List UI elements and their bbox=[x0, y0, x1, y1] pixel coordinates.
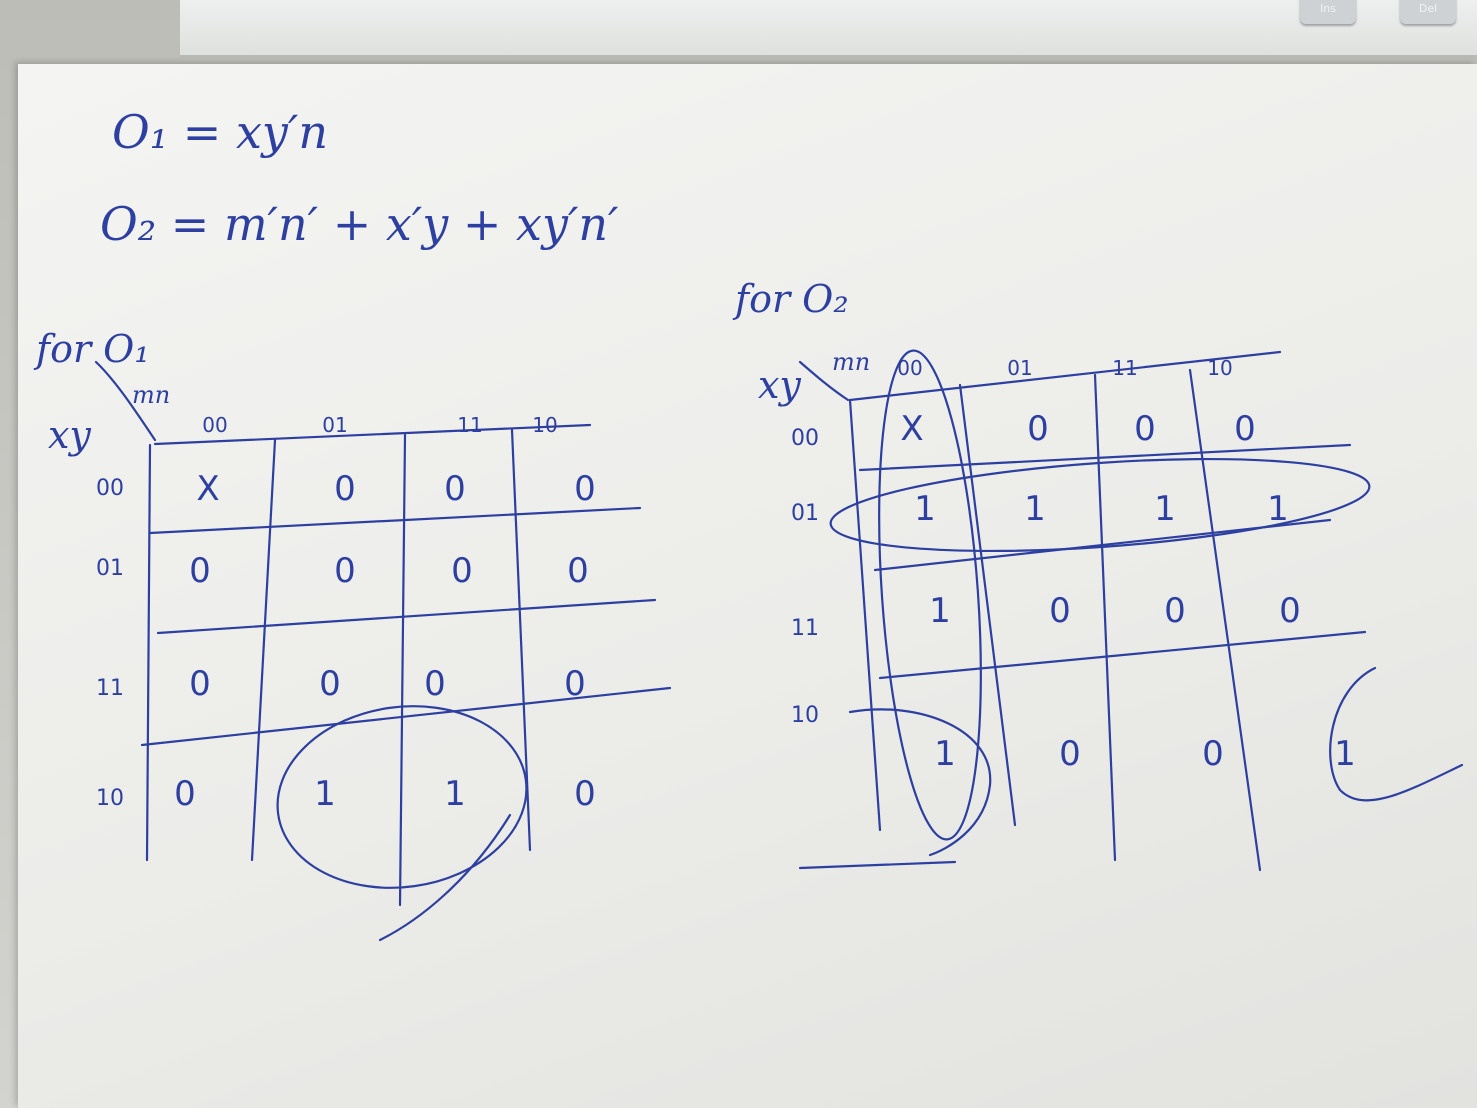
row-label-01: 01 bbox=[96, 556, 124, 581]
row-label-11: 11 bbox=[791, 616, 819, 641]
cell-r3-c2: 1 bbox=[444, 774, 466, 814]
cell-r2-c1: 0 bbox=[1049, 591, 1071, 631]
cell-r2-c1: 0 bbox=[319, 664, 341, 704]
cell-r1-c3: 1 bbox=[1267, 489, 1289, 529]
col-label-11: 11 bbox=[1112, 356, 1137, 380]
kmap-o2-wrap-group-left bbox=[848, 708, 992, 857]
cell-r0-c3: 0 bbox=[1234, 409, 1256, 449]
cell-r1-c3: 0 bbox=[567, 551, 589, 591]
col-label-01: 01 bbox=[322, 413, 347, 437]
cell-r0-c1: 0 bbox=[334, 469, 356, 509]
cell-r3-c1: 0 bbox=[1059, 734, 1081, 774]
kmap-o2-title: for O₂ bbox=[732, 277, 849, 321]
row-label-01: 01 bbox=[791, 501, 819, 526]
row-label-10: 10 bbox=[791, 703, 819, 728]
equation-o2: O₂ = m′n′ + x′y + xy′n′ bbox=[100, 197, 619, 251]
kmap-o2-col-var: mn bbox=[832, 348, 870, 376]
kmap-o1-group-circle bbox=[276, 705, 528, 889]
col-label-10: 10 bbox=[532, 413, 557, 437]
col-label-11: 11 bbox=[457, 413, 482, 437]
cell-r0-c1: 0 bbox=[1027, 409, 1049, 449]
cell-r0-c3: 0 bbox=[574, 469, 596, 509]
cell-r1-c2: 1 bbox=[1154, 489, 1176, 529]
cell-r3-c1: 1 bbox=[314, 774, 336, 814]
cell-r1-c1: 0 bbox=[334, 551, 356, 591]
cell-r2-c0: 0 bbox=[189, 664, 211, 704]
col-label-10: 10 bbox=[1207, 356, 1232, 380]
cell-r2-c3: 0 bbox=[1279, 591, 1301, 631]
cell-r1-c0: 1 bbox=[914, 489, 936, 529]
col-label-00: 00 bbox=[202, 413, 227, 437]
kmap-o1-title: for O₁ bbox=[33, 327, 150, 371]
cell-r1-c0: 0 bbox=[189, 551, 211, 591]
kmap-o2-row-var: xy bbox=[758, 363, 801, 407]
cell-r3-c0: 1 bbox=[934, 734, 956, 774]
row-label-11: 11 bbox=[96, 676, 124, 701]
paper-sheet bbox=[18, 64, 1477, 1108]
row-label-10: 10 bbox=[96, 786, 124, 811]
kmap-o2-wrap-group-right bbox=[1329, 666, 1464, 802]
keyboard: Ins Del bbox=[180, 0, 1477, 58]
cell-r2-c2: 0 bbox=[1164, 591, 1186, 631]
cell-r3-c0: 0 bbox=[174, 774, 196, 814]
cell-r2-c2: 0 bbox=[424, 664, 446, 704]
kmap-o1-corner-line bbox=[94, 360, 157, 442]
cell-r0-c2: 0 bbox=[1134, 409, 1156, 449]
equation-o1: O₁ = xy′n bbox=[112, 105, 328, 159]
kmap-o2-column-group bbox=[878, 349, 982, 841]
del-key: Del bbox=[1400, 0, 1456, 24]
kmap-o1-grid bbox=[140, 423, 672, 907]
cell-r3-c3: 1 bbox=[1334, 734, 1356, 774]
kmap-o2-corner-line bbox=[798, 360, 850, 402]
cell-r1-c1: 1 bbox=[1024, 489, 1046, 529]
cell-r0-c2: 0 bbox=[444, 469, 466, 509]
kmap-o2-row-group bbox=[829, 457, 1371, 553]
row-label-00: 00 bbox=[791, 426, 819, 451]
col-label-01: 01 bbox=[1007, 356, 1032, 380]
cell-r0-c0: X bbox=[900, 409, 923, 449]
cell-r1-c2: 0 bbox=[451, 551, 473, 591]
cell-r2-c0: 1 bbox=[929, 591, 951, 631]
row-label-00: 00 bbox=[96, 476, 124, 501]
ins-key: Ins bbox=[1300, 0, 1356, 24]
cell-r3-c2: 0 bbox=[1202, 734, 1224, 774]
cell-r2-c3: 0 bbox=[564, 664, 586, 704]
kmap-o1-group-tail bbox=[378, 813, 512, 942]
cell-r0-c0: X bbox=[196, 469, 219, 509]
kmap-o1-row-var: xy bbox=[48, 413, 91, 457]
cell-r3-c3: 0 bbox=[574, 774, 596, 814]
kmap-o1-col-var: mn bbox=[132, 381, 170, 409]
